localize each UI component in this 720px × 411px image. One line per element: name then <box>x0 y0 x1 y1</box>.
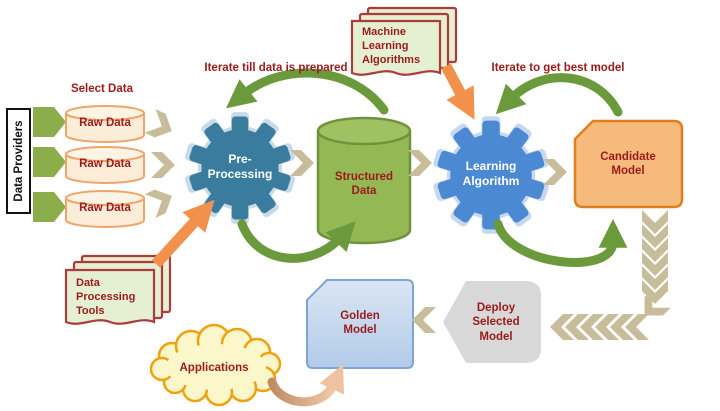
raw-data-cylinder-3 <box>65 190 145 228</box>
chevron-icon <box>408 150 432 176</box>
select-data-caption: Select Data <box>70 83 133 95</box>
raw-data-label-2: Raw Data <box>79 158 131 170</box>
data-processing-tools-stack <box>64 254 172 325</box>
pre-processing-label: Pre-Processing <box>207 152 273 181</box>
iterate-data-bottom-arrow <box>237 219 356 263</box>
golden-model-shape <box>306 279 414 369</box>
raw-data-cylinder-1 <box>65 105 145 143</box>
raw-data-cylinder-2 <box>65 146 145 184</box>
chevron-icon <box>151 152 175 178</box>
chevron-icon <box>144 109 178 143</box>
raw-data-label-1: Raw Data <box>79 117 131 129</box>
candidate-model-shape <box>573 119 684 209</box>
provider-arrow-icons <box>33 107 66 222</box>
ml-algorithms-stack <box>350 6 458 76</box>
provider-arrow-icon <box>33 192 66 222</box>
raw-data-label-3: Raw Data <box>79 202 131 214</box>
iterate-model-top-arrow <box>495 73 623 117</box>
data-providers-label: Data Providers <box>12 120 25 202</box>
provider-arrow-icon <box>33 147 66 177</box>
iterate-model-bottom-arrow <box>493 218 628 267</box>
iterate-data-top-arrow <box>225 68 389 115</box>
deploy-model-shape <box>443 281 541 363</box>
candidate-model-label: Candidate Model <box>600 151 656 178</box>
data-providers-box <box>6 108 31 214</box>
applications-to-golden-arrow <box>267 364 344 407</box>
structured-data-label: Structured Data <box>334 171 394 198</box>
data-processing-tools-label: Data Processing Tools <box>76 277 136 317</box>
deploy-model-label: Deploy Selected Model <box>472 302 520 343</box>
ml-algorithms-label: Machine Learning Algorithms <box>362 26 421 66</box>
golden-model-label: Golden Model <box>340 310 380 337</box>
chevron-icon <box>144 184 178 218</box>
applications-label: Applications <box>179 362 249 374</box>
provider-arrow-icon <box>33 107 66 137</box>
chevron-icon <box>412 307 436 333</box>
structured-data-cylinder <box>316 116 412 245</box>
learning-algorithm-label: Learning Algorithm <box>462 159 520 188</box>
tools-to-preprocessing-arrow <box>151 199 215 268</box>
iterate-data-caption: Iterate till data is prepared <box>204 62 348 74</box>
algorithms-to-learning-arrow <box>441 63 475 120</box>
iterate-model-caption: Iterate to get best model <box>491 62 625 74</box>
